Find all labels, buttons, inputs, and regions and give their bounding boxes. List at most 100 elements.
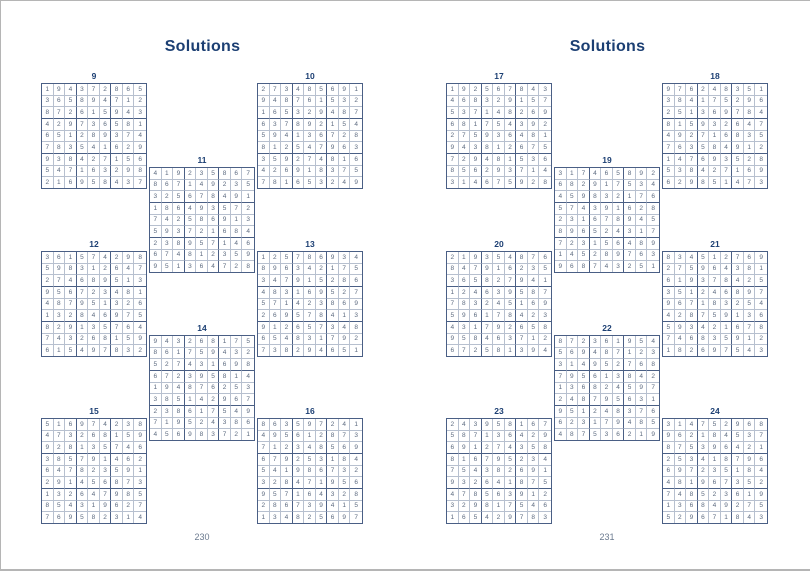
grid-cell: 5 bbox=[697, 488, 710, 501]
grid-cell: 1 bbox=[76, 442, 89, 454]
grid-cell: 2 bbox=[350, 466, 362, 478]
puzzle-number: 18 bbox=[710, 71, 720, 81]
grid-cell: 5 bbox=[755, 275, 767, 287]
grid-cell: 5 bbox=[709, 419, 721, 431]
grid-cell: 5 bbox=[647, 418, 659, 430]
grid-cell: 2 bbox=[338, 488, 351, 501]
grid-cell: 5 bbox=[578, 370, 590, 383]
grid-cell: 8 bbox=[242, 359, 254, 371]
grid-cell: 8 bbox=[697, 500, 710, 513]
grid-cell: 8 bbox=[674, 95, 687, 108]
grid-cell: 3 bbox=[161, 405, 174, 418]
grid-cell: 5 bbox=[42, 263, 54, 276]
grid-cell: 1 bbox=[663, 500, 675, 513]
grid-cell: 5 bbox=[134, 310, 146, 322]
grid-cell: 5 bbox=[230, 382, 243, 395]
grid-cell: 5 bbox=[242, 180, 254, 192]
grid-cell: 9 bbox=[589, 179, 602, 192]
grid-cell: 1 bbox=[504, 153, 517, 166]
grid-cell: 6 bbox=[327, 84, 339, 96]
grid-cell: 3 bbox=[53, 310, 66, 322]
grid-cell: 7 bbox=[458, 488, 471, 501]
grid-cell: 1 bbox=[54, 345, 66, 356]
grid-cell: 1 bbox=[481, 107, 494, 119]
grid-cell: 3 bbox=[258, 275, 270, 287]
grid-cell: 8 bbox=[184, 382, 197, 395]
grid-cell: 1 bbox=[516, 298, 528, 311]
grid-cell: 3 bbox=[663, 286, 675, 299]
grid-cell: 5 bbox=[350, 264, 362, 276]
grid-cell: 7 bbox=[173, 359, 185, 371]
grid-cell: 5 bbox=[686, 118, 698, 131]
grid-cell: 1 bbox=[505, 345, 517, 356]
grid-cell: 7 bbox=[76, 118, 89, 131]
grid-cell: 9 bbox=[635, 168, 648, 180]
grid-cell: 1 bbox=[459, 177, 471, 188]
grid-cell: 3 bbox=[327, 321, 339, 334]
grid-cell: 9 bbox=[743, 453, 756, 466]
grid-cell: 1 bbox=[566, 359, 579, 371]
grid-cell: 4 bbox=[88, 142, 100, 154]
grid-cell: 5 bbox=[65, 345, 77, 356]
grid-cell: 2 bbox=[527, 430, 540, 443]
grid-cell: 4 bbox=[304, 263, 316, 276]
grid-cell: 7 bbox=[635, 405, 648, 418]
grid-cell: 1 bbox=[612, 202, 625, 215]
grid-cell: 3 bbox=[686, 321, 698, 334]
grid-cell: 4 bbox=[327, 310, 339, 322]
grid-cell: 6 bbox=[481, 477, 494, 489]
grid-cell: 1 bbox=[539, 275, 551, 287]
grid-cell: 7 bbox=[315, 419, 328, 431]
grid-cell: 2 bbox=[292, 453, 305, 466]
grid-cell: 1 bbox=[173, 347, 185, 360]
puzzle-number: 16 bbox=[305, 406, 315, 416]
grid-cell: 3 bbox=[493, 286, 505, 299]
grid-cell: 4 bbox=[327, 500, 339, 513]
grid-cell: 2 bbox=[447, 252, 459, 264]
grid-cell: 5 bbox=[207, 370, 220, 383]
grid-cell: 1 bbox=[481, 310, 494, 322]
grid-cell: 1 bbox=[42, 310, 54, 322]
grid-cell: 9 bbox=[173, 417, 185, 430]
grid-cell: 2 bbox=[304, 298, 316, 311]
grid-cell: 2 bbox=[350, 334, 362, 346]
grid-cell: 3 bbox=[134, 275, 146, 287]
grid-cell: 4 bbox=[99, 252, 112, 264]
grid-cell: 4 bbox=[470, 177, 482, 188]
grid-cell: 4 bbox=[350, 454, 362, 466]
grid-cell: 1 bbox=[207, 359, 220, 371]
grid-cell: 4 bbox=[686, 95, 698, 108]
grid-cell: 8 bbox=[527, 130, 540, 143]
grid-cell: 7 bbox=[447, 465, 459, 478]
grid-cell: 6 bbox=[350, 275, 362, 287]
grid-cell: 6 bbox=[315, 130, 328, 143]
grid-cell: 7 bbox=[601, 214, 613, 227]
grid-cell: 4 bbox=[65, 275, 77, 287]
grid-cell: 9 bbox=[42, 442, 54, 454]
grid-cell: 1 bbox=[111, 430, 123, 443]
grid-cell: 6 bbox=[516, 321, 528, 334]
grid-cell: 4 bbox=[635, 214, 648, 227]
grid-cell: 9 bbox=[447, 142, 459, 154]
grid-cell: 3 bbox=[292, 442, 305, 454]
grid-cell: 5 bbox=[743, 477, 756, 489]
grid-cell: 9 bbox=[65, 321, 77, 334]
grid-cell: 8 bbox=[134, 166, 146, 178]
grid-cell: 4 bbox=[612, 382, 625, 395]
grid-cell: 9 bbox=[327, 252, 339, 264]
grid-cell: 3 bbox=[99, 465, 112, 478]
grid-cell: 2 bbox=[601, 226, 613, 238]
grid-cell: 2 bbox=[527, 310, 540, 322]
grid-cell: 2 bbox=[458, 500, 471, 513]
grid-cell: 5 bbox=[258, 130, 270, 143]
grid-cell: 7 bbox=[647, 226, 659, 238]
grid-cell: 5 bbox=[350, 166, 362, 178]
grid-cell: 2 bbox=[88, 465, 100, 478]
grid-cell: 7 bbox=[590, 261, 602, 272]
grid-cell: 4 bbox=[111, 286, 123, 299]
grid-cell: 2 bbox=[555, 214, 567, 227]
grid-cell: 4 bbox=[527, 84, 540, 96]
